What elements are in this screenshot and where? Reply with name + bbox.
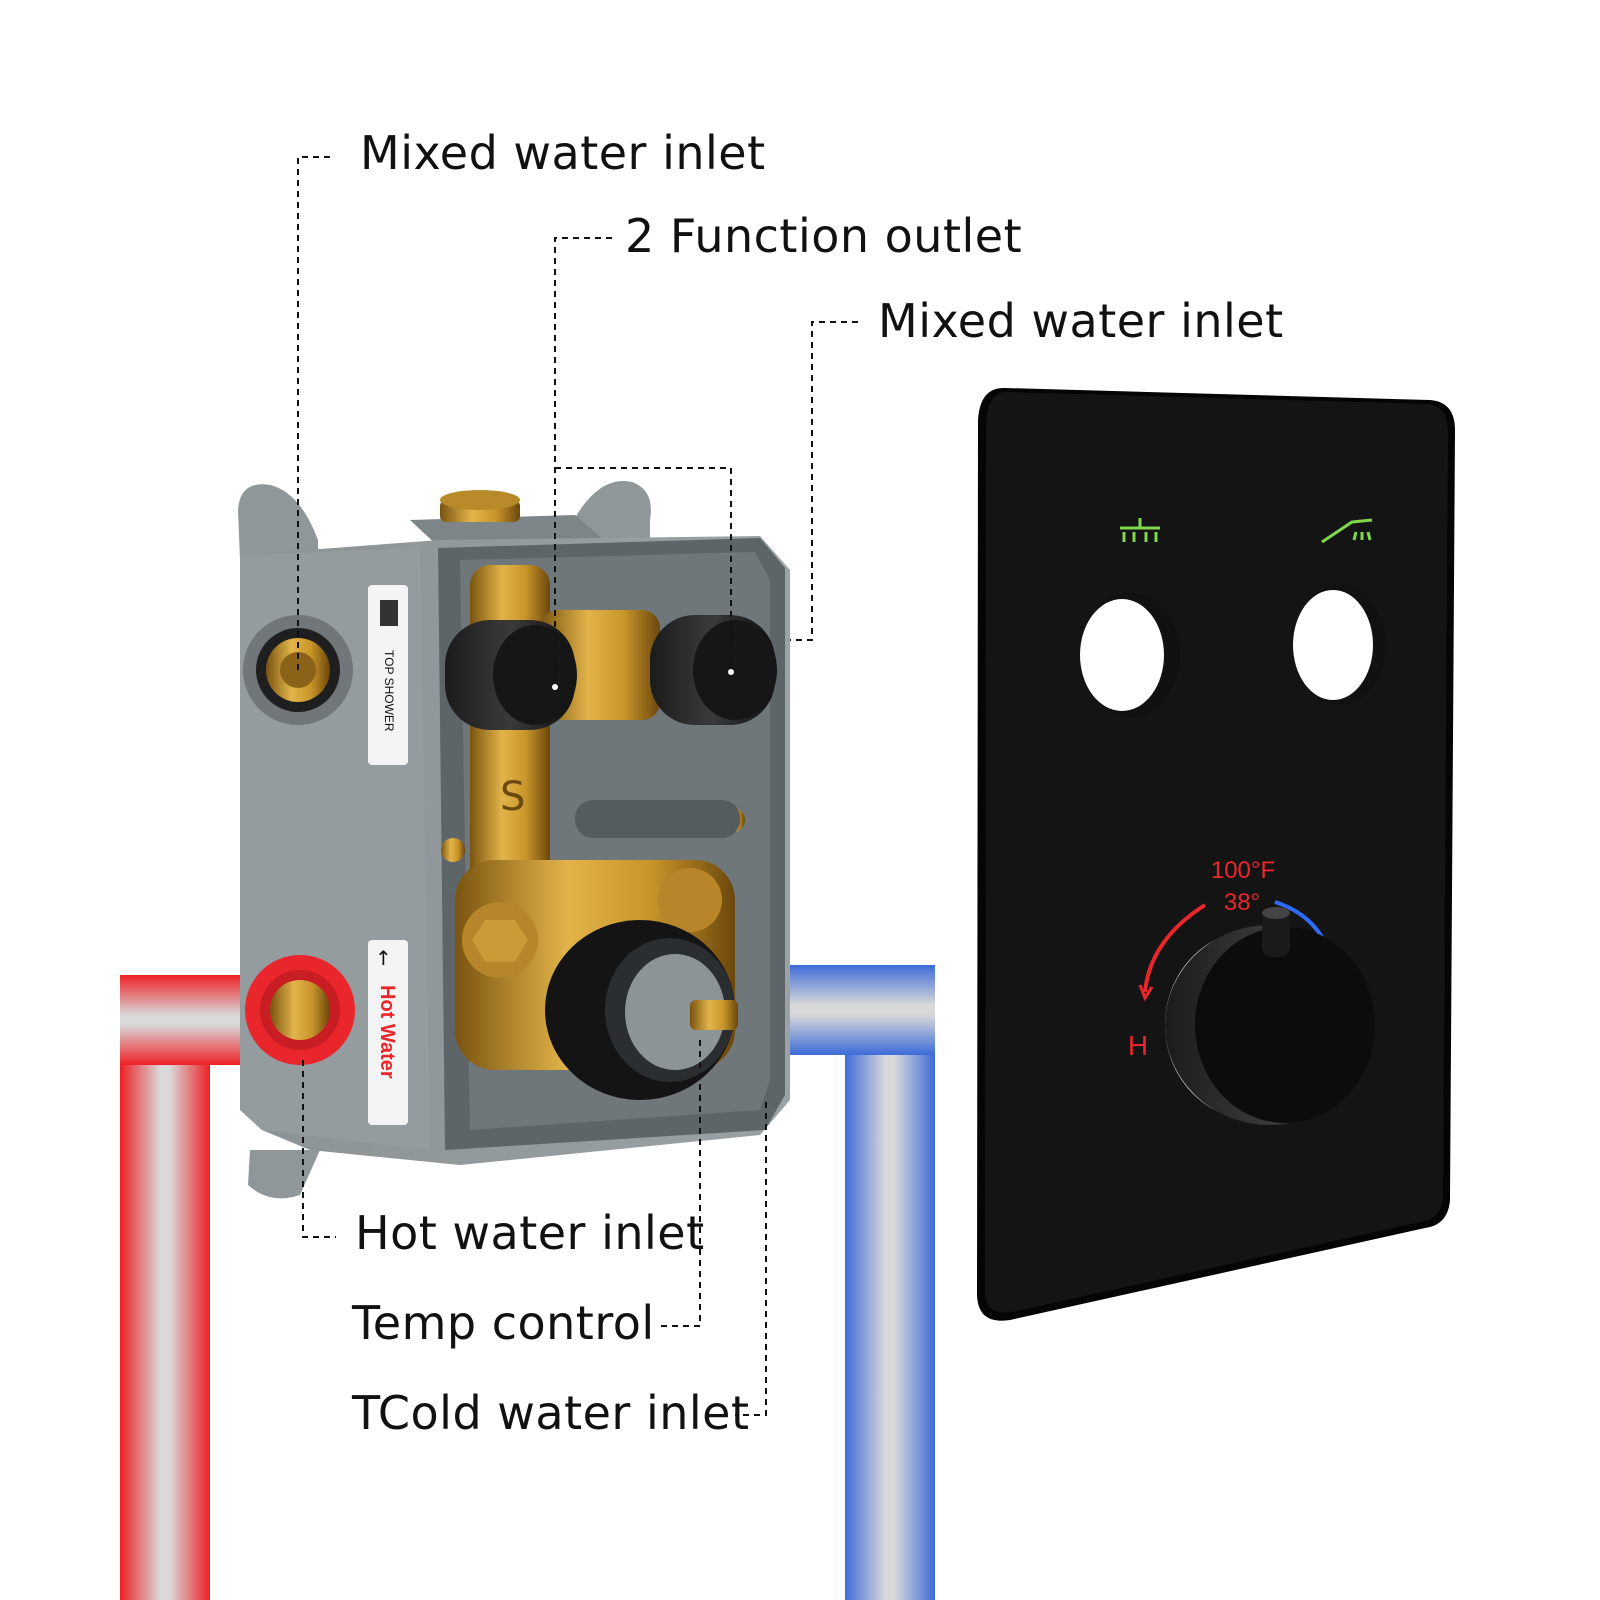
hot-marker: H (1128, 1030, 1148, 1061)
cold-water-pipe (780, 965, 935, 1600)
function-outlet-label: 2 Function outlet (625, 209, 1023, 263)
rain-shower-button[interactable] (1080, 593, 1180, 717)
brass-mark: S (500, 774, 525, 820)
temp-control-label: Temp control (352, 1296, 655, 1350)
temperature-knob[interactable] (1165, 907, 1375, 1125)
cold-water-inlet-label: TCold water inlet (352, 1386, 750, 1440)
temp-fahrenheit: 100°F (1211, 857, 1275, 884)
valve-box: TOP SHOWER Hot Water ↑ S (238, 481, 790, 1199)
mixed-water-inlet-right-label: Mixed water inlet (878, 294, 1284, 348)
hot-range-arc (1143, 903, 1207, 993)
temp-celsius: 38° (1224, 889, 1260, 916)
hot-water-inlet-label: Hot water inlet (355, 1206, 705, 1260)
mixed-water-inlet-left-label: Mixed water inlet (360, 126, 766, 180)
hand-shower-icon (1321, 518, 1373, 544)
arrow-down-glyph: ↑ (375, 946, 392, 970)
top-shower-icon (380, 600, 398, 626)
leader-dots (552, 669, 734, 690)
top-shower-label: TOP SHOWER (382, 650, 396, 732)
trim-panel: 100°F 38° H (977, 387, 1455, 1321)
leader-lines (297, 156, 858, 1416)
hot-water-label: Hot Water (376, 985, 398, 1079)
rain-shower-icon (1120, 518, 1160, 542)
hand-shower-button[interactable] (1293, 585, 1386, 705)
